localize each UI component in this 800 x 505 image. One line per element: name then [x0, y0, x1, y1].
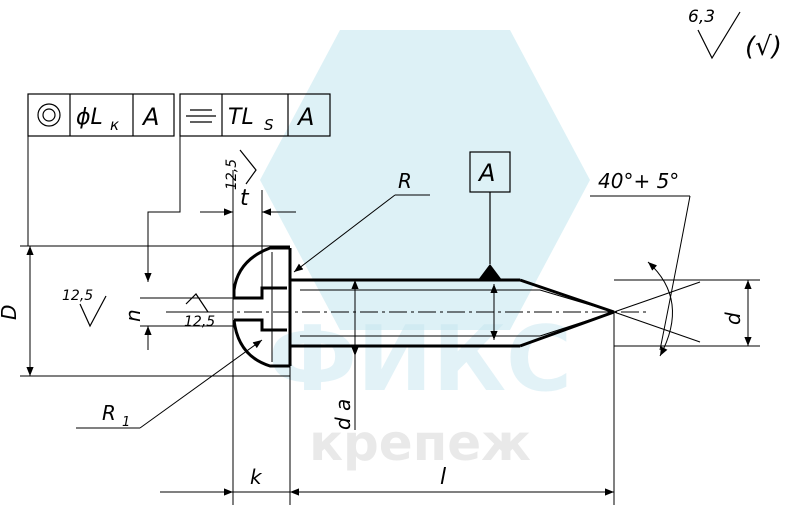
roughness-symbol: (√): [745, 32, 782, 62]
label-t: t: [240, 186, 250, 211]
label-l: l: [440, 465, 446, 490]
t-roughness: 12,5: [224, 159, 240, 190]
datum-triangle-icon: [478, 264, 502, 280]
dimension-d: d: [614, 279, 760, 347]
surface-roughness: 6,3 (√): [688, 7, 782, 62]
symmetry-icon: [186, 109, 216, 123]
label-D: D: [0, 305, 21, 320]
dimension-t: t 12,5: [200, 149, 296, 505]
dimension-da: d a: [331, 280, 498, 430]
watermark-subtext: крепеж: [309, 414, 531, 472]
tolerance-value-2: TL: [228, 105, 254, 130]
dimension-l: l: [290, 312, 615, 505]
dimension-D: D: [0, 245, 290, 377]
dimension-n: n 12,5 12,5: [62, 288, 234, 350]
label-k: k: [250, 465, 263, 489]
screw-outline: [215, 246, 650, 368]
tolerance-datum-1: A: [141, 103, 159, 131]
concentricity-icon: [37, 103, 61, 127]
n-roughness: 12,5: [62, 288, 93, 304]
tolerance-sub-1: к: [110, 116, 119, 134]
tolerance-sub-2: S: [264, 116, 274, 134]
datum-feature: A: [469, 151, 511, 280]
point-angle: 40°+ 5°: [590, 169, 701, 357]
tolerance-frame: ϕL к A TL S A: [27, 93, 331, 282]
tolerance-value-1: ϕL: [76, 105, 103, 130]
watermark: ФИКС крепеж: [260, 30, 590, 472]
tolerance-datum-2: A: [296, 103, 314, 131]
label-R: R: [398, 169, 412, 193]
label-d: d: [721, 312, 745, 325]
radius-R1: R 1: [76, 339, 263, 430]
datum-label: A: [477, 159, 495, 187]
roughness-check-icon: [697, 11, 741, 60]
watermark-text: ФИКС: [268, 307, 572, 412]
slot-roughness: 12,5: [184, 314, 215, 330]
label-R1-sub: 1: [122, 415, 130, 430]
label-R1: R: [102, 401, 116, 425]
roughness-value: 6,3: [688, 7, 715, 27]
dimension-k: k: [160, 366, 291, 505]
angle-label: 40°+ 5°: [598, 169, 679, 193]
label-da: d a: [331, 399, 355, 430]
label-n: n: [121, 309, 145, 322]
radius-R: R: [293, 169, 430, 273]
